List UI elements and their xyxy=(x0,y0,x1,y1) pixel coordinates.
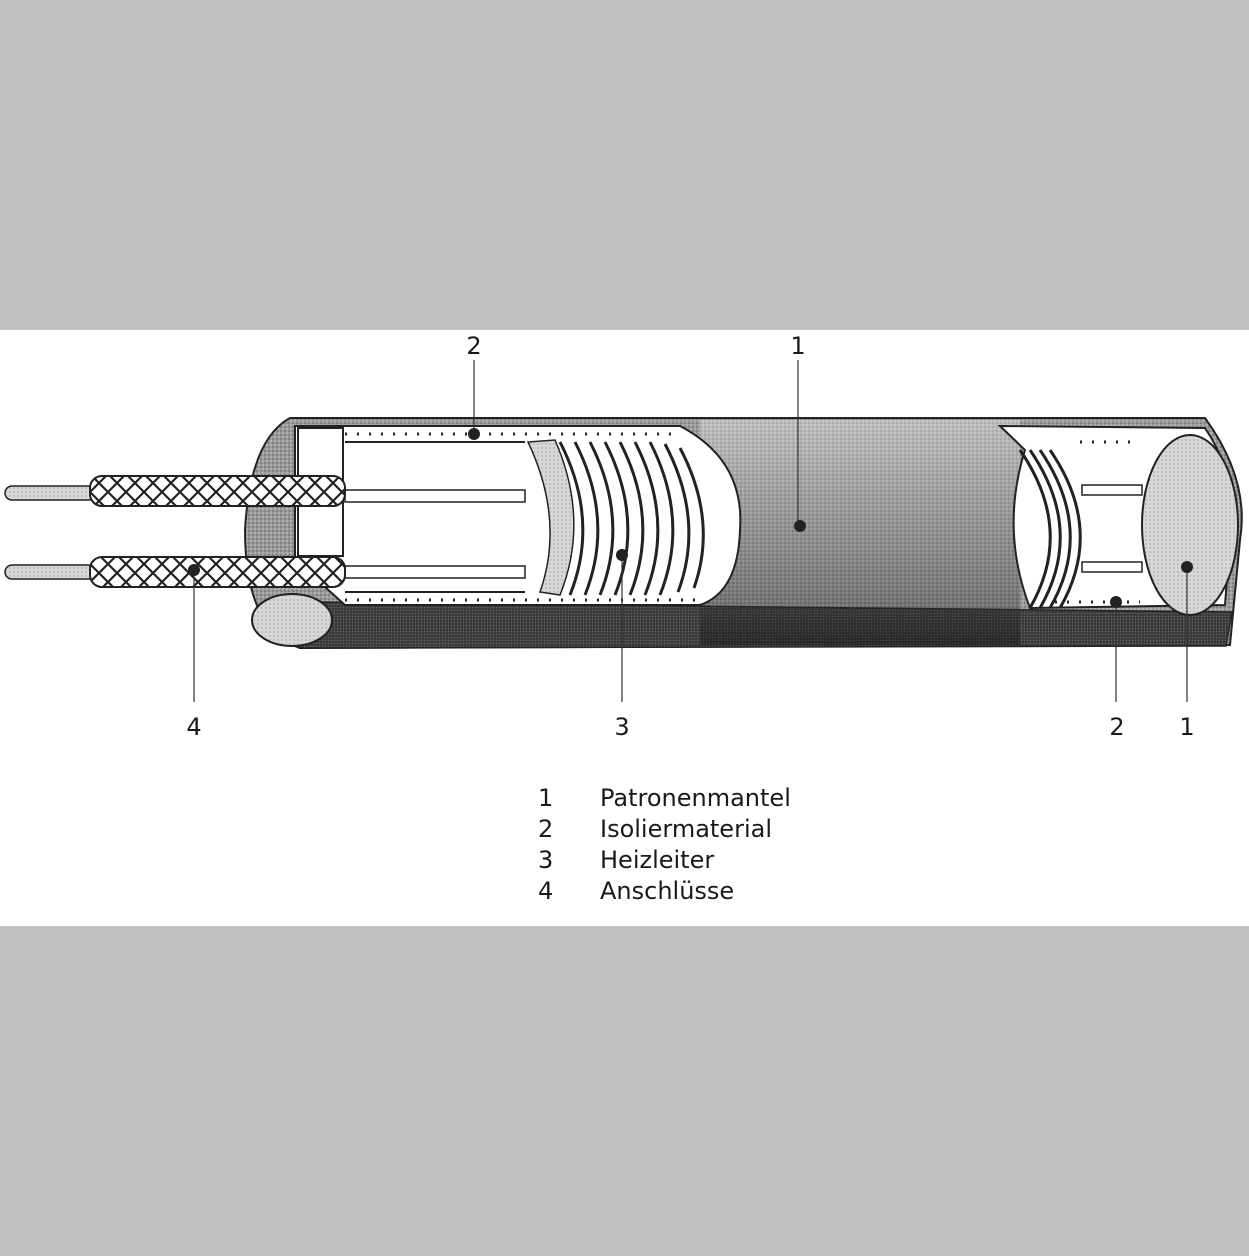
legend-item: 2 Isoliermaterial xyxy=(538,813,791,844)
legend-label: Anschlüsse xyxy=(600,876,735,905)
legend-label: Isoliermaterial xyxy=(600,814,772,843)
callout-bottom-center: 3 xyxy=(614,713,629,741)
legend-number: 4 xyxy=(538,876,554,905)
leader-dots xyxy=(188,428,1193,608)
legend: 1 Patronenmantel 2 Isoliermaterial 3 Hei… xyxy=(538,782,791,906)
heating-coil xyxy=(526,439,705,596)
legend-item: 1 Patronenmantel xyxy=(538,782,791,813)
leader-lines xyxy=(193,360,1188,702)
callout-top-center: 1 xyxy=(790,332,805,360)
legend-number: 2 xyxy=(538,814,554,843)
right-cutaway xyxy=(997,424,1239,616)
callout-bottom-right-b: 1 xyxy=(1179,713,1194,741)
legend-number: 1 xyxy=(538,783,554,812)
callout-top-left: 2 xyxy=(466,332,481,360)
legend-item: 3 Heizleiter xyxy=(538,844,791,875)
callout-bottom-right-a: 2 xyxy=(1109,713,1124,741)
legend-number: 3 xyxy=(538,845,554,874)
legend-label: Patronenmantel xyxy=(600,783,791,812)
legend-item: 4 Anschlüsse xyxy=(538,875,791,906)
connection-leads xyxy=(4,475,346,588)
legend-label: Heizleiter xyxy=(600,845,715,874)
diagram-panel: 2 1 4 3 2 1 1 Patronenmantel 2 Isolierma… xyxy=(0,330,1249,926)
heating-cartridge-illustration: 2 1 4 3 2 1 xyxy=(4,332,1243,741)
callout-bottom-left: 4 xyxy=(186,713,201,741)
